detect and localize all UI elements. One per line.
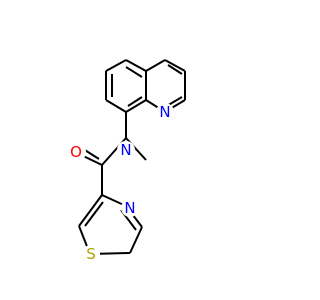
atom-label-n-thiazole: N: [124, 199, 135, 217]
bond: [145, 59, 166, 72]
atom-label-o-carbonyl: O: [70, 143, 82, 161]
bond: [164, 59, 186, 72]
bond: [127, 96, 143, 107]
bond: [105, 99, 127, 113]
bond: [78, 194, 103, 227]
atom-labels: N N O N S: [66, 103, 174, 263]
bond: [129, 226, 143, 254]
atom-label-bg: [156, 103, 174, 121]
atom-label-bg: [117, 141, 135, 159]
bond: [125, 99, 147, 113]
atom-label-bg: [66, 142, 86, 162]
atom-label-bg: [121, 199, 139, 217]
bond: [167, 64, 183, 75]
bond: [105, 59, 127, 72]
atom-label-n-quinoline: N: [159, 103, 170, 121]
bond: [84, 201, 104, 227]
molecule-structure: N N O N S: [66, 59, 186, 263]
bond: [125, 59, 147, 72]
atom-label-bg: [82, 245, 100, 263]
atom-label-n-amide: N: [120, 141, 131, 159]
bond: [125, 66, 143, 78]
atom-label-s-thiazole: S: [86, 245, 96, 263]
